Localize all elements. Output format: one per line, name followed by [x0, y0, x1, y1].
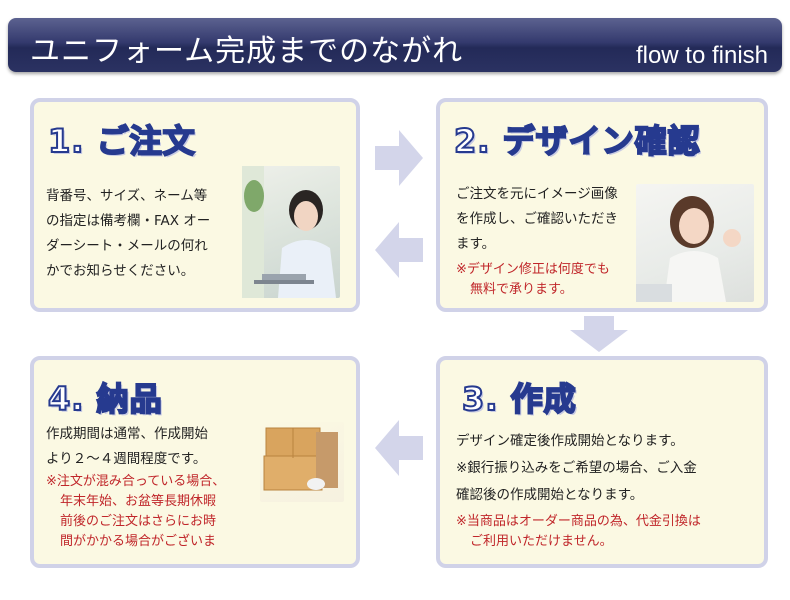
step-card-delivery: 4. 納品 作成期間は通常、作成開始 より２～４週間程度です。 ※注文が混み合っ…: [30, 356, 360, 568]
arrow-right-icon: [375, 130, 423, 186]
body-line: かでお知らせください。: [46, 263, 195, 279]
photo-woman-computer: [242, 166, 340, 298]
note-line: ※デザイン修正は何度でも: [456, 262, 610, 277]
step-note: ※当商品はオーダー商品の為、代金引換は ご利用いただけません。: [456, 512, 701, 552]
note-line: ※注文が混み合っている場合、: [46, 474, 226, 489]
step-title: 1. ご注文: [47, 121, 196, 161]
header-banner: ユニフォーム完成までのながれ flow to finish: [8, 18, 782, 72]
step-body: 作成期間は通常、作成開始 より２～４週間程度です。: [46, 422, 208, 472]
step-title: 2. デザイン確認: [453, 121, 701, 161]
arrow-left-icon: [375, 420, 423, 476]
step-card-production: 3. 作成 デザイン確定後作成開始となります。 ※銀行振り込みをご希望の場合、ご…: [436, 356, 768, 568]
body-line: ご注文を元にイメージ画像: [456, 186, 618, 202]
step-title: 3. 作成: [461, 379, 577, 419]
note-line: ※当商品はオーダー商品の為、代金引換は: [456, 514, 701, 529]
body-line: 背番号、サイズ、ネーム等: [46, 188, 208, 204]
photo-delivery-boxes: [260, 422, 344, 502]
step-body: 背番号、サイズ、ネーム等 の指定は備考欄・FAX オー ダーシート・メールの何れ…: [46, 184, 210, 284]
body-line: 確認後の作成開始となります。: [456, 487, 644, 503]
body-line: より２～４週間程度です。: [46, 451, 207, 467]
photo-woman-ok-sign: [636, 184, 754, 302]
page-subtitle: flow to finish: [635, 42, 768, 69]
body-line: ※銀行振り込みをご希望の場合、ご入金: [456, 460, 697, 476]
step-body: ご注文を元にイメージ画像 を作成し、ご確認いただき ます。: [456, 182, 618, 257]
note-line: 前後のご注文はさらにお時: [60, 514, 217, 529]
step-title: 4. 納品: [47, 379, 163, 419]
arrow-down-icon: [570, 316, 628, 352]
step-note: ※デザイン修正は何度でも 無料で承ります。: [456, 260, 610, 300]
step-card-design-check: 2. デザイン確認 ご注文を元にイメージ画像 を作成し、ご確認いただき ます。 …: [436, 98, 768, 312]
body-line: ダーシート・メールの何れ: [46, 238, 208, 254]
page-title: ユニフォーム完成までのながれ: [30, 34, 464, 69]
note-line: 年末年始、お盆等長期休暇: [60, 494, 217, 509]
body-line: を作成し、ご確認いただき: [456, 211, 618, 227]
step-note: ※注文が混み合っている場合、 年末年始、お盆等長期休暇 前後のご注文はさらにお時…: [46, 472, 225, 552]
note-line: ご利用いただけません。: [470, 534, 613, 549]
body-line: デザイン確定後作成開始となります。: [456, 433, 684, 449]
body-line: の指定は備考欄・FAX オー: [46, 213, 211, 229]
arrow-left-icon: [375, 222, 423, 278]
body-line: 作成期間は通常、作成開始: [46, 426, 208, 442]
note-line: 無料で承ります。: [470, 282, 573, 297]
step-card-order: 1. ご注文 背番号、サイズ、ネーム等 の指定は備考欄・FAX オー ダーシート…: [30, 98, 360, 312]
body-line: ます。: [456, 236, 496, 252]
step-body: デザイン確定後作成開始となります。 ※銀行振り込みをご希望の場合、ご入金 確認後…: [456, 428, 697, 509]
note-line: 間がかかる場合がございま: [60, 534, 217, 549]
